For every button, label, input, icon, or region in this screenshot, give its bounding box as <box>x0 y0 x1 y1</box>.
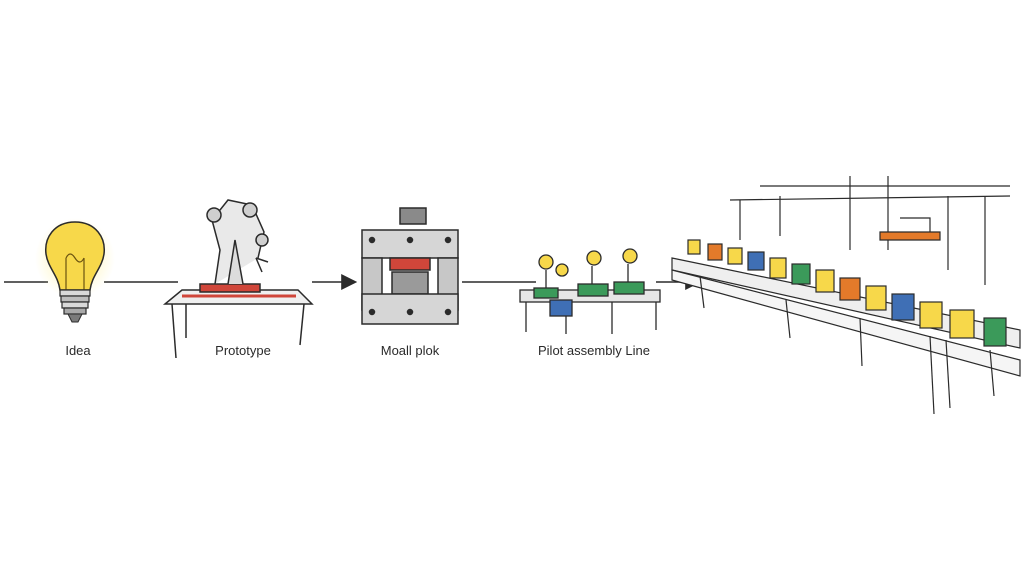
stage-label-idea: Idea <box>65 343 91 358</box>
pilot-line-icon <box>519 248 661 334</box>
stage-label-prototype: Prototype <box>215 343 271 358</box>
factory-line-icon <box>671 176 1021 415</box>
stage-label-pilot: Pilot assembly Line <box>538 343 650 358</box>
robot-arm-icon <box>162 199 314 359</box>
stage-label-mold: Moall plok <box>380 343 440 358</box>
mold-press-icon <box>361 207 459 325</box>
lightbulb-icon <box>35 218 115 323</box>
